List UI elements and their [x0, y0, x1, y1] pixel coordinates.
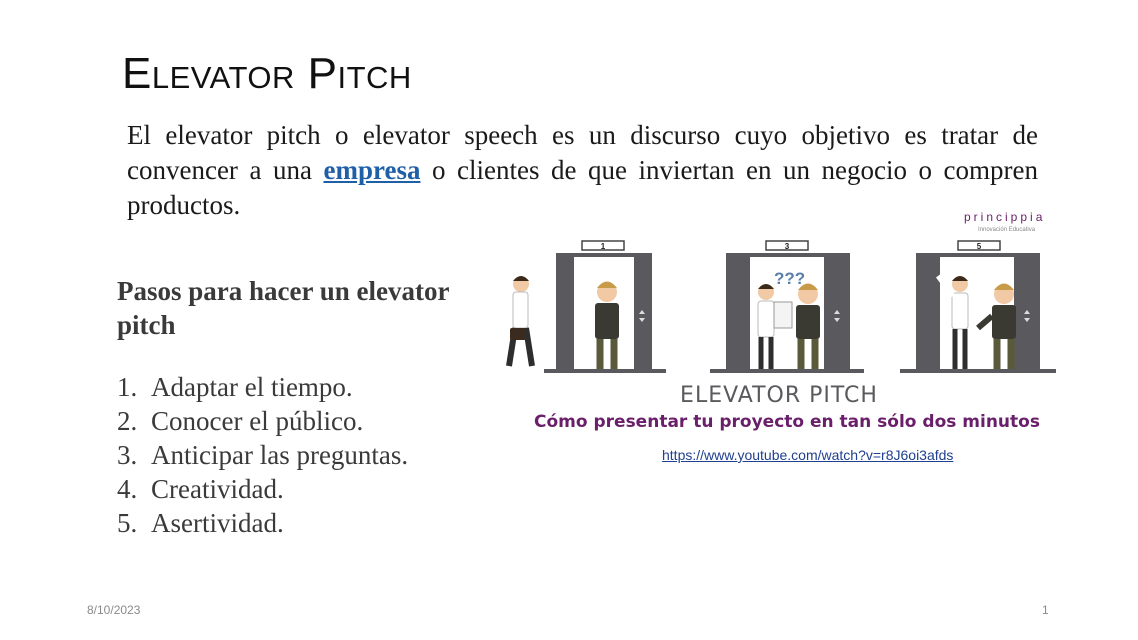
- brand-subtitle: Innovación Educativa: [978, 227, 1036, 233]
- step-text: Creatividad.: [151, 474, 284, 504]
- page-number: 1: [1042, 603, 1049, 617]
- empresa-link[interactable]: empresa: [323, 155, 421, 185]
- list-item: 1. Adaptar el tiempo.: [117, 370, 408, 404]
- question-marks: ???: [774, 269, 805, 288]
- brand-name: princippia: [964, 210, 1045, 224]
- steps-heading: Pasos para hacer un elevator pitch: [117, 276, 449, 340]
- step-number: 5.: [117, 508, 138, 538]
- step-text: Asertividad.: [151, 508, 284, 538]
- floor-number: 1: [601, 242, 606, 251]
- list-item: 2. Conocer el público.: [117, 404, 408, 438]
- caption-subtitle: Cómo presentar tu proyecto en tan sólo d…: [534, 412, 1040, 432]
- walking-man-icon: [506, 276, 535, 367]
- slide-title: Elevator Pitch: [122, 49, 412, 98]
- steps-list: 1. Adaptar el tiempo. 2. Conocer el públic…: [117, 370, 408, 540]
- list-item: 5. Asertividad.: [117, 506, 408, 540]
- step-number: 1.: [117, 372, 138, 402]
- two-men-elevator-3-icon: [757, 283, 820, 369]
- step-text: Anticipar las preguntas.: [151, 440, 409, 470]
- floor-number: 3: [785, 242, 790, 251]
- step-number: 2.: [117, 406, 138, 436]
- step-number: 3.: [117, 440, 138, 470]
- step-text: Adaptar el tiempo.: [151, 372, 353, 402]
- elevator-floor-5: 5: [900, 240, 1056, 373]
- youtube-link[interactable]: https://www.youtube.com/watch?v=r8J6oi3a…: [662, 447, 954, 463]
- intro-paragraph: El elevator pitch o elevator speech es u…: [127, 118, 1038, 223]
- handshake-elevator-5-icon: [936, 274, 1016, 369]
- man-in-elevator-1-icon: [595, 281, 619, 369]
- intro-text-start: El elevator pitch o elevator speech es u…: [127, 120, 1038, 185]
- elevator-pitch-illustration: princippia Innovación Educativa 1 3 ???: [506, 210, 1056, 432]
- caption-title: ELEVATOR PITCH: [680, 383, 878, 408]
- list-item: 3. Anticipar las preguntas.: [117, 438, 408, 472]
- intro-text-end: o clientes de que inviertan en un negoci…: [127, 155, 1038, 220]
- floor-number: 5: [977, 242, 982, 251]
- step-number: 4.: [117, 474, 138, 504]
- step-text: Conocer el público.: [151, 406, 364, 436]
- list-item: 4. Creatividad.: [117, 472, 408, 506]
- footer-date: 8/10/2023: [87, 603, 141, 617]
